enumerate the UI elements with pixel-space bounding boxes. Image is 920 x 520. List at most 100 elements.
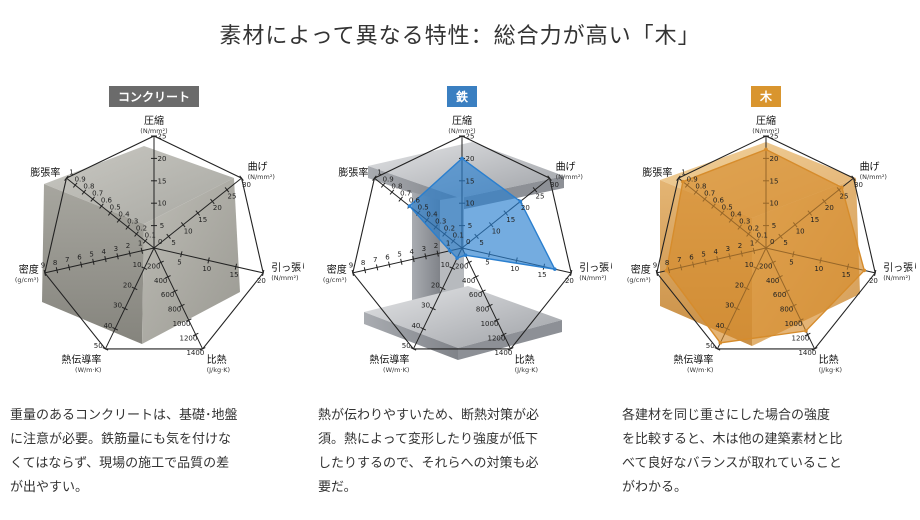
radar-tick [185, 318, 192, 322]
radar-series-point [460, 156, 464, 161]
radar-axis-unit: (J/kg·K) [207, 366, 230, 374]
radar-tick [224, 187, 230, 193]
radar-tick-label: 1400 [798, 349, 816, 357]
radar-tick [239, 175, 244, 181]
radar-tick-label: 0.9 [383, 175, 394, 183]
radar-tick-label: 0.5 [110, 203, 121, 211]
radar-zero-label: 0 [466, 238, 470, 246]
radar-tick-label: 10 [441, 261, 450, 269]
radar-tick-label: 0.7 [92, 189, 103, 197]
radar-tick-label: 20 [825, 204, 834, 212]
radar-tick-label: 0.2 [748, 224, 759, 232]
radar-tick [380, 182, 386, 188]
radar-tick-label: 1 [69, 168, 73, 176]
radar-tick-label: 5 [397, 251, 401, 259]
radar-tick-label: 5 [171, 239, 175, 247]
radar-tick [210, 198, 215, 205]
radar-series-point [407, 204, 412, 208]
radar-tick-label: 15 [770, 177, 779, 185]
radar-tick [389, 189, 395, 195]
radar-tick-label: 1400 [494, 349, 512, 357]
radar-tick-label: 50 [94, 342, 103, 350]
radar-tick-label: 7 [677, 256, 681, 264]
radar-axis-unit: (N/mm²) [860, 173, 887, 181]
radar-tick [125, 224, 130, 230]
radar-tick [804, 332, 811, 337]
radar-tick-label: 0.8 [695, 182, 706, 190]
radar-axis-title: 膨張率 [338, 166, 368, 179]
radar-tick [493, 318, 500, 322]
radar-series-point [664, 268, 669, 273]
radar-tick [195, 210, 201, 216]
radar-tick-label: 20 [466, 155, 475, 163]
radar-tick [116, 217, 122, 223]
radar-tick [67, 264, 71, 271]
radar-tick-label: 25 [158, 133, 167, 141]
radar-tick-label: 20 [869, 277, 878, 285]
radar-tick-label: 20 [565, 277, 574, 285]
caption-concrete: 重量のあるコンクリートは、基礎･地盤 に注意が必要。鉄筋量にも気を付けな くては… [10, 404, 296, 500]
radar-tick-label: 0.4 [426, 210, 438, 218]
radar-tick-label: 1 [750, 239, 754, 247]
radar-series-point [764, 147, 768, 152]
radar-tick-label: 200 [147, 262, 160, 270]
caption-wood: 各建材を同じ重さにした場合の強度 を比較すると、木は他の建築素材と比 べて良好な… [622, 404, 908, 500]
radar-tick-label: 0.2 [444, 224, 455, 232]
radar-tick-label: 3 [114, 245, 118, 253]
radar-tick [424, 253, 427, 260]
radar-tick [116, 253, 119, 260]
radar-tick-label: 5 [177, 259, 181, 267]
radar-series-point [804, 329, 808, 333]
radar-series-point [840, 185, 844, 190]
radar-tick-label: 8 [53, 259, 57, 267]
radar-tick [164, 275, 171, 279]
radar-tick-label: 4 [101, 248, 106, 256]
radar-axis-unit: (N/mm²) [883, 274, 910, 282]
caption-line: 須。熱によって変形したり強度が低下 [318, 432, 538, 447]
radar-series-point [553, 267, 557, 271]
radar-tick-label: 20 [735, 281, 744, 289]
radar-tick-label: 25 [839, 193, 848, 201]
radar-tick-label: 10 [133, 261, 142, 269]
radar-tick-label: 20 [123, 281, 132, 289]
radar-tick-label: 0.3 [127, 217, 138, 225]
radar-tick-label: 15 [158, 177, 167, 185]
radar-tick [388, 261, 391, 268]
radar-tick-label: 5 [772, 222, 776, 230]
radar-tick-label: 5 [89, 251, 93, 259]
radar-tick-label: 1200 [792, 334, 810, 342]
radar-tick-label: 7 [373, 256, 377, 264]
radar-tick [134, 231, 139, 237]
radar-tick [180, 222, 186, 228]
material-badge-wood: 木 [750, 86, 782, 107]
material-badge-concrete: コンクリート [108, 86, 200, 107]
radar-tick-label: 20 [213, 204, 222, 212]
concrete-cube-image [42, 146, 240, 344]
radar-axis-unit: (W/m·K) [687, 366, 713, 374]
radar-tick-label: 10 [492, 227, 501, 235]
radar-tick [420, 326, 427, 331]
radar-axis-title: 引っ張り [579, 262, 612, 274]
radar-tick-label: 10 [202, 265, 211, 273]
radar-tick [121, 306, 128, 311]
radar-axis-title: 熱伝導率 [369, 353, 409, 366]
radar-tick [429, 306, 436, 311]
radar-tick-label: 400 [154, 277, 167, 285]
radar-frame [44, 135, 264, 350]
radar-tick-label: 1000 [481, 320, 499, 328]
radar-tick [90, 196, 95, 202]
radar-tick-label: 30 [421, 302, 430, 310]
radar-tick-label: 9 [349, 262, 353, 270]
radar-tick-label: 1200 [488, 334, 506, 342]
radar-tick [372, 175, 377, 181]
radar-tick-label: 8 [361, 259, 365, 267]
radar-axis-unit: (N/mm²) [248, 173, 275, 181]
radar-tick-label: 5 [485, 259, 489, 267]
radar-tick-label: 15 [810, 216, 819, 224]
radar-tick [166, 233, 171, 240]
radar-tick-label: 1400 [186, 349, 204, 357]
radar-tick-label: 3 [726, 245, 730, 253]
radar-tick [532, 187, 538, 193]
